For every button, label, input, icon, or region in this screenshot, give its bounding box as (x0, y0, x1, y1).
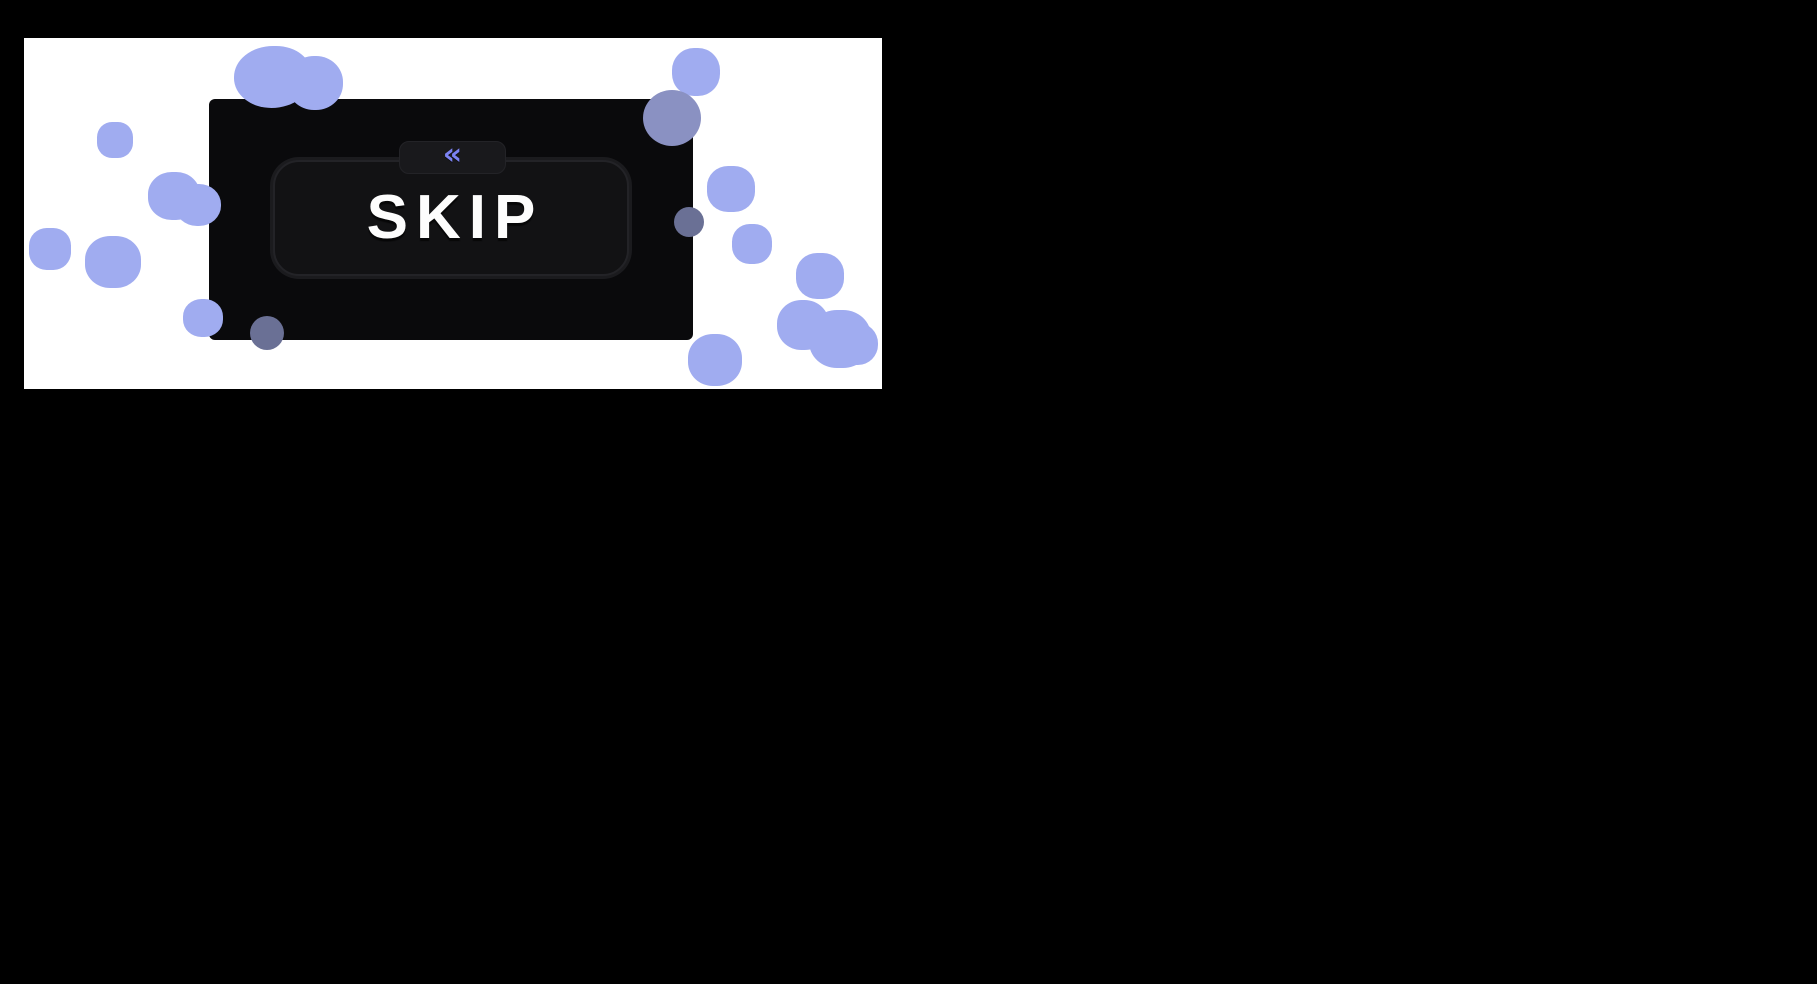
paint-blob (29, 228, 71, 270)
paint-blob (688, 334, 742, 386)
skip-button[interactable]: SKIP (273, 160, 629, 276)
paint-blob (836, 323, 878, 365)
paint-blob (707, 166, 755, 212)
paint-blob (97, 122, 133, 158)
paint-blob (672, 48, 720, 96)
paint-blob (796, 253, 844, 299)
paint-blob (777, 300, 829, 350)
paint-blob (732, 224, 772, 264)
paint-blob (809, 310, 871, 368)
drawing-canvas[interactable]: « SKIP (24, 38, 882, 389)
collapse-overlay-button[interactable]: « (399, 136, 506, 174)
chevron-double-left-icon: « (442, 136, 463, 172)
paint-blob (85, 236, 141, 288)
skip-button-label: SKIP (366, 183, 544, 252)
paint-blob (148, 172, 200, 220)
skip-overlay: « SKIP (209, 99, 693, 340)
